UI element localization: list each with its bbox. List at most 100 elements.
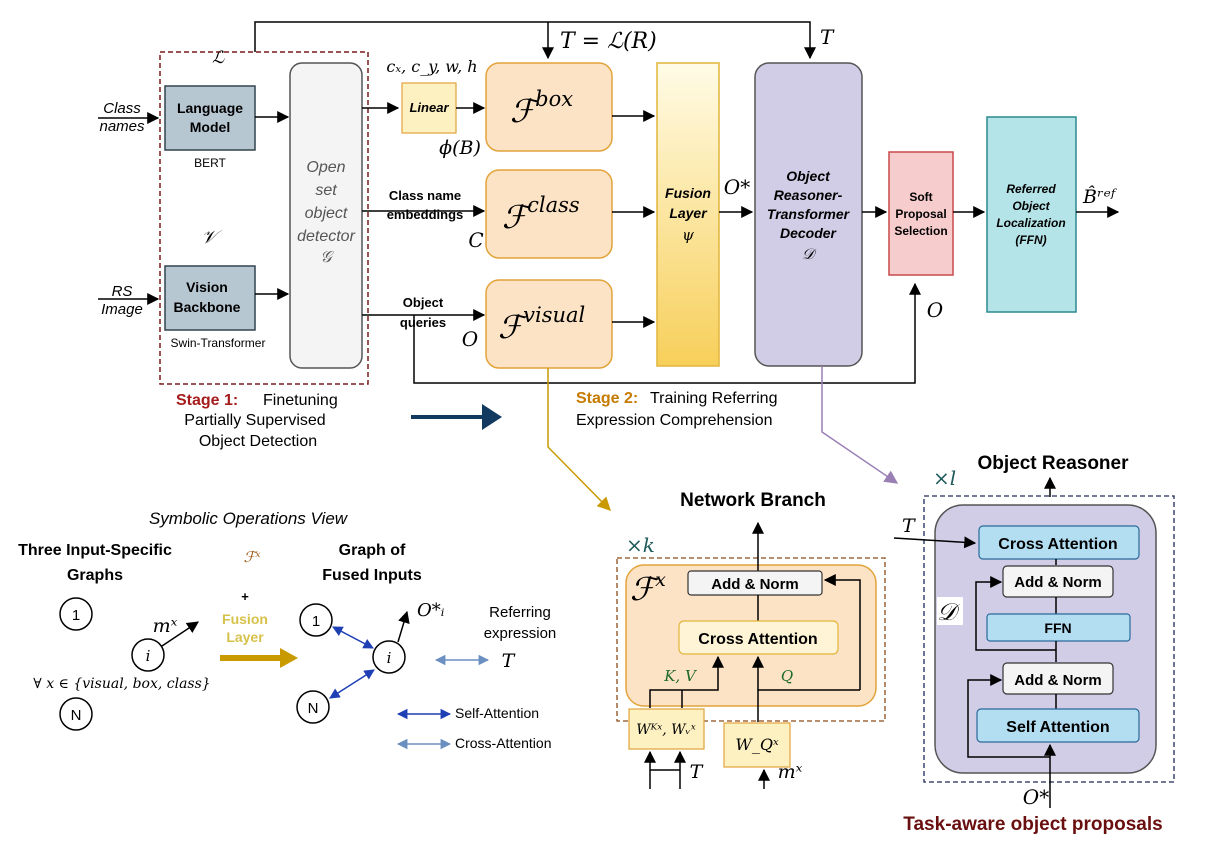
language-model-label-1: Language [177,100,243,116]
detector-label-4: detector [297,228,355,245]
three-graphs-label-2: Graphs [67,567,123,584]
graph-node-n [59,697,93,731]
branch-mx-label: mˣ [778,761,803,783]
f-visual-box [485,279,613,369]
fusion-arrow-head [280,648,298,668]
branch-cross-attention-box [678,620,839,655]
fused-node-1-label: 1 [312,613,320,630]
branch-t-label: T [690,761,704,783]
t-eq-label: T = ℒ(R) [560,29,657,54]
reasoner-cross-attention-label: Cross Attention [998,536,1117,553]
reasoner-add-norm-2-box [1002,662,1114,695]
fused-node-1 [299,603,333,637]
swin-label: Swin-Transformer [171,336,266,350]
stage-transition-arrowhead [482,404,502,430]
object-queries-label-2: queries [400,315,446,330]
o-label-right: O [927,298,943,322]
phi-b-label: ϕ(B) [439,137,481,159]
kv-arrow [649,655,724,708]
reasoner-residual-1 [975,576,1056,651]
w-q-label: W_Qˣ [735,735,779,754]
bert-label: BERT [194,156,226,170]
stage1-container [159,51,369,385]
class-emb-label-2: embeddings [387,207,464,222]
plus-label: + [241,589,249,604]
detector-label-2: set [315,182,337,199]
graph-node-n-label: N [71,707,82,724]
reasoner-label-4: Decoder [780,225,838,241]
language-model-label-2: Model [190,119,230,135]
branch-add-norm-label: Add & Norm [711,576,799,593]
f-class-box [485,169,613,259]
detector-label-1: Open [306,159,345,176]
referred-ffn-box [986,116,1077,313]
fusion-layer-box [656,62,720,367]
fused-node-n-label: N [308,700,319,717]
branch-cross-attention-label: Cross Attention [698,631,817,648]
referred-label-1: Referred [1006,182,1056,196]
reasoner-dashed-container [923,495,1175,783]
reasoner-self-attention-box [976,708,1140,743]
t-label-top: T [820,25,835,49]
fused-node-i-label: i [387,649,392,667]
fused-graph-label-2: Fused Inputs [322,567,422,584]
t-feedback-line [254,21,816,60]
detector-label-5: 𝒢 [320,247,334,266]
v-symbol: 𝒱 [202,227,223,248]
object-bypass-line [413,282,921,384]
object-queries-label-1: Object [403,295,444,310]
reasoner-label-3: Transformer [767,206,851,222]
reasoner-ffn-box [986,613,1131,642]
object-reasoner-box [754,62,863,367]
stage2-caption-1: Training Referring [650,390,777,407]
self-attention-edge-1 [332,626,374,649]
w-kv-label: Wᴷˣ, Wᵥˣ [636,722,695,738]
soft-label-1: Soft [909,190,932,204]
referred-label-4: (FFN) [1015,233,1046,247]
kv-label: K, V [663,667,698,685]
fusion-label-2: Layer [669,205,708,221]
fusion-label-3: ψ [682,226,694,244]
m-x-arrow [161,621,199,647]
fused-graph-label-1: Graph of [339,542,406,559]
o-i-label: O*ᵢ [417,600,445,621]
reasoner-add-norm-1-label: Add & Norm [1014,574,1102,591]
class-names-label-2: names [99,118,145,135]
rs-image-label-1: RS [112,283,133,300]
reasoner-o-star-label: O* [1023,785,1049,809]
symbolic-title: Symbolic Operations View [149,509,349,528]
detector-box [289,62,363,369]
fusion-label-1: Fusion [665,185,711,201]
reasoner-label-5: 𝒟 [802,245,817,263]
stage2-caption-2: Expression Comprehension [576,412,773,429]
stage1-caption-2: Partially Supervised [184,412,325,429]
three-graphs-label-1: Three Input-Specific [18,542,172,559]
f-box-box [485,62,613,152]
q-label: Q [781,667,793,685]
graph-node-i-label: i [146,647,151,665]
reasoner-t-label: T [902,515,916,537]
referring-label-2: expression [484,625,557,642]
legend-cross-attention-label: Cross-Attention [455,735,551,751]
branch-dashed-container [616,557,886,722]
reasoner-d-bg [937,597,963,625]
reasoner-add-norm-2-label: Add & Norm [1014,672,1102,689]
task-aware-proposals-label: Task-aware object proposals [903,814,1162,835]
network-branch-title: Network Branch [680,490,826,511]
reasoner-label-1: Object [786,168,831,184]
reasoner-add-norm-1-box [1002,565,1114,598]
stage1-caption-1: Stage 1: [176,392,238,409]
forall-label: ∀ x ∈ {visual, box, class} [33,676,210,692]
branch-detail-connector [547,368,611,511]
l-symbol: ℒ [212,48,225,68]
reasoner-residual-2 [967,674,1050,758]
legend-self-attention-label: Self-Attention [455,705,539,721]
c-label: C [468,228,483,252]
soft-label-3: Selection [894,224,947,238]
rs-image-label-2: Image [101,301,143,318]
referring-t-label: T [502,650,516,672]
o-i-arrow [397,610,410,643]
vision-backbone-label-1: Vision [186,279,228,295]
language-model-box [164,85,256,151]
